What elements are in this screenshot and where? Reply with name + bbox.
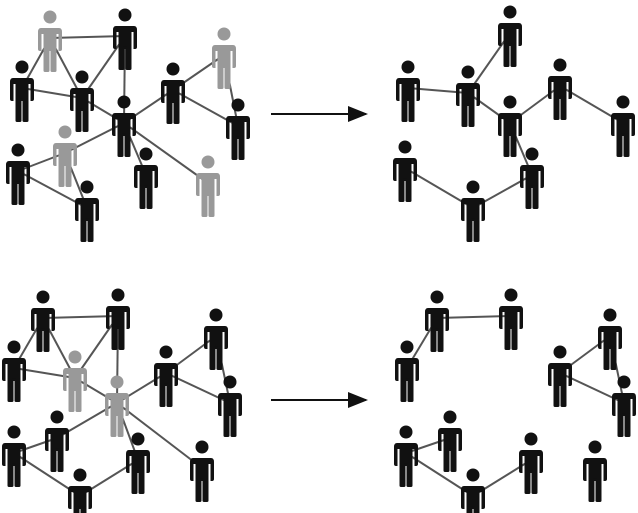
person-icon xyxy=(598,308,622,370)
person-icon xyxy=(2,425,26,487)
person-icon xyxy=(10,60,34,122)
person-icon xyxy=(583,440,607,502)
connection-edge xyxy=(405,437,451,454)
person-icon xyxy=(112,95,136,157)
person-icon xyxy=(519,432,543,494)
person-icon xyxy=(154,345,178,407)
person-icon xyxy=(395,340,419,402)
person-icon xyxy=(31,290,55,352)
person-icon xyxy=(134,147,158,209)
removed-person-icon xyxy=(38,10,62,72)
person-icon xyxy=(548,345,572,407)
person-icon xyxy=(520,147,544,209)
connection-edge xyxy=(17,152,66,172)
connection-edge xyxy=(74,315,119,379)
person-icon xyxy=(161,62,185,124)
person-icon xyxy=(548,58,572,120)
connection-edge xyxy=(116,315,119,404)
person-icon xyxy=(425,290,449,352)
person-icon xyxy=(126,432,150,494)
person-icon xyxy=(6,143,30,205)
person-icon xyxy=(396,60,420,122)
connection-edge xyxy=(13,437,58,454)
person-icon xyxy=(70,70,94,132)
person-icon xyxy=(45,410,69,472)
person-icon xyxy=(461,468,485,513)
removed-person-icon xyxy=(63,350,87,412)
person-icon xyxy=(438,410,462,472)
person-icon xyxy=(68,468,92,513)
person-icon xyxy=(218,375,242,437)
person-icon xyxy=(456,65,480,127)
person-icon xyxy=(611,95,635,157)
person-icon xyxy=(204,308,228,370)
person-icon xyxy=(499,288,523,350)
person-icon xyxy=(106,288,130,350)
person-icon xyxy=(75,180,99,242)
person-icon xyxy=(498,95,522,157)
removed-person-icon xyxy=(105,375,129,437)
person-icon xyxy=(393,140,417,202)
person-icon xyxy=(461,180,485,242)
connection-edge xyxy=(123,35,126,124)
removed-person-icon xyxy=(53,125,77,187)
removed-person-icon xyxy=(196,155,220,217)
person-icon xyxy=(2,340,26,402)
person-icon xyxy=(113,8,137,70)
person-icon xyxy=(612,375,636,437)
connection-edge xyxy=(42,315,119,319)
person-icon xyxy=(394,425,418,487)
person-icon xyxy=(498,5,522,67)
connection-edge xyxy=(436,315,512,319)
removed-person-icon xyxy=(212,27,236,89)
connection-edge xyxy=(123,122,209,184)
connection-edge xyxy=(116,402,203,469)
connection-edge xyxy=(49,35,126,39)
person-icon xyxy=(226,98,250,160)
connection-edge xyxy=(81,35,126,99)
person-icon xyxy=(190,440,214,502)
